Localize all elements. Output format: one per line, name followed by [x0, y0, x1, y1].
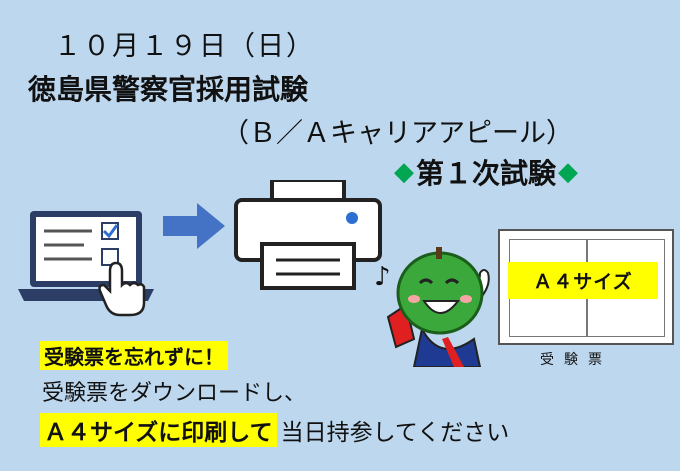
sudachi-kun-mascot: [384, 243, 496, 371]
exam-subtitle: （Ｂ／Ａキャリアアピール）: [222, 118, 573, 149]
reminder-heading: 受験票を忘れずに！: [40, 341, 228, 370]
exam-title: 徳島県警察官採用試験: [28, 73, 309, 106]
reminder-highlight: Ａ４サイズに印刷して: [40, 413, 277, 447]
exam-date: １０月１９日（日）: [54, 31, 315, 62]
exam-ticket-paper: Ａ４サイズ: [498, 229, 674, 345]
laptop-with-checklist-icon: [18, 209, 154, 323]
reminder-rest: 当日持参してください: [280, 420, 510, 446]
reminder-line-2: Ａ４サイズに印刷して 当日持参してください: [40, 413, 509, 447]
green-diamond-icon: ◆: [394, 157, 414, 187]
exam-stage-label: 第１次試験: [416, 157, 557, 190]
a4-size-label: Ａ４サイズ: [508, 262, 658, 299]
reminder-line-1: 受験票をダウンロードし、: [42, 381, 307, 406]
right-arrow-icon: [163, 203, 225, 253]
printer-icon: [232, 178, 384, 296]
green-diamond-icon: ◆: [558, 157, 579, 187]
music-note-icon: ♪: [374, 262, 391, 292]
paper-caption: 受験票: [540, 352, 612, 368]
exam-stage: ◆ 第１次試験 ◆: [394, 152, 578, 192]
